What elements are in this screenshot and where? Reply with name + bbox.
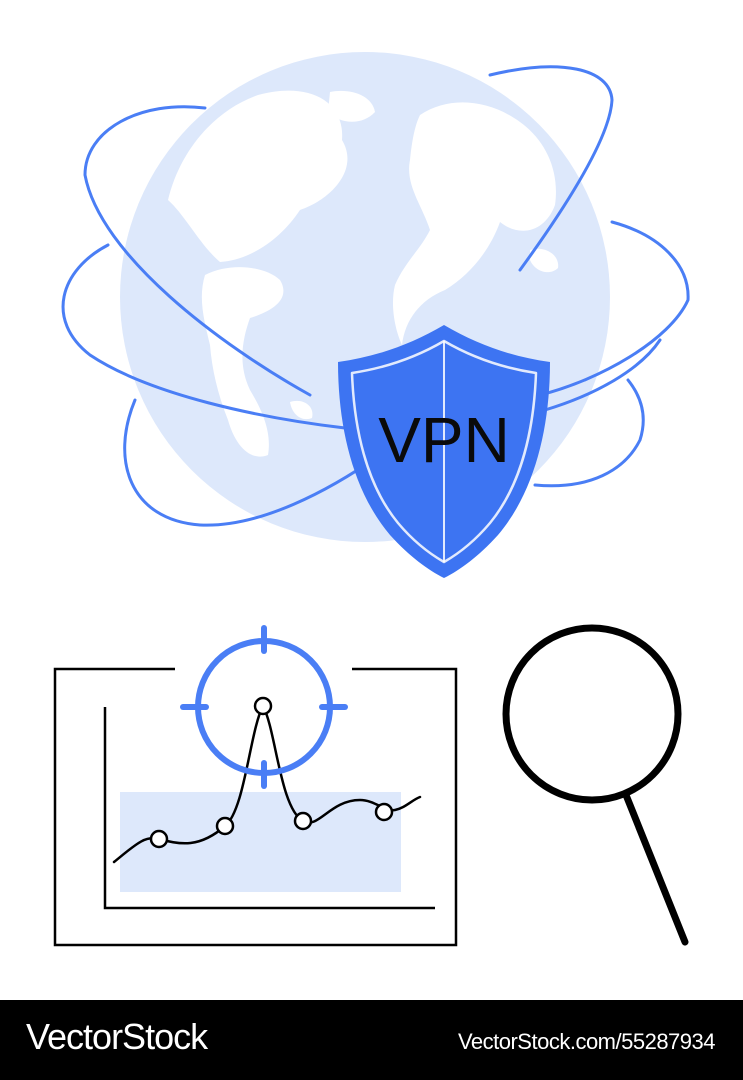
watermark-brand: VectorStock — [26, 1016, 208, 1057]
watermark-url: VectorStock.com/55287934 — [457, 1029, 716, 1054]
orbit-rings-icon — [61, 65, 690, 527]
watermark-footer: VectorStock VectorStock.com/55287934 — [0, 1000, 743, 1080]
shield-icon: VPN — [338, 325, 550, 578]
illustration: VPN — [53, 52, 690, 947]
magnifying-glass-icon — [502, 624, 689, 946]
line-chart-icon — [53, 667, 458, 947]
shield-label: VPN — [378, 404, 510, 476]
target-crosshair-icon — [180, 625, 348, 789]
